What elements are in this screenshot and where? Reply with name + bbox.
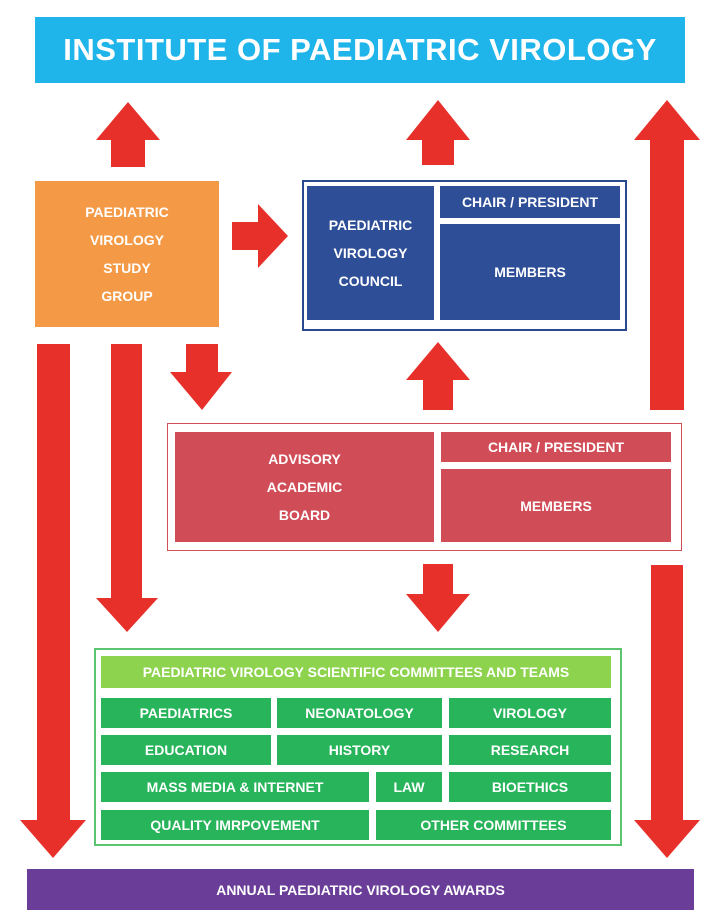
arrow-board-to-committees (406, 564, 470, 632)
study-group-box: PAEDIATRIC VIROLOGY STUDY GROUP (35, 181, 219, 327)
committees-header: PAEDIATRIC VIROLOGY SCIENTIFIC COMMITTEE… (101, 656, 611, 688)
committee-history: HISTORY (277, 735, 442, 765)
council-name-box: PAEDIATRIC VIROLOGY COUNCIL (307, 186, 434, 320)
committee-education: EDUCATION (101, 735, 271, 765)
study-group-line-3: STUDY (103, 260, 151, 276)
council-members-box: MEMBERS (440, 224, 620, 320)
committee-law: LAW (376, 772, 442, 802)
board-line-3: BOARD (278, 507, 331, 523)
committee-neonatology: NEONATOLOGY (277, 698, 442, 728)
council-chair-box: CHAIR / PRESIDENT (440, 186, 620, 218)
arrow-study-group-to-committees (96, 344, 158, 632)
study-group-line-1: PAEDIATRIC (85, 204, 169, 220)
board-line-1: ADVISORY (268, 451, 341, 467)
institute-title: INSTITUTE OF PAEDIATRIC VIROLOGY (35, 17, 685, 83)
committee-other: OTHER COMMITTEES (376, 810, 611, 840)
arrow-study-group-to-institute (96, 102, 160, 167)
committee-bioethics: BIOETHICS (449, 772, 611, 802)
committee-quality-improvement: QUALITY IMRPOVEMENT (101, 810, 369, 840)
arrow-awards-to-institute (634, 100, 700, 410)
annual-awards-bar: ANNUAL PAEDIATRIC VIROLOGY AWARDS (27, 869, 694, 910)
board-chair-box: CHAIR / PRESIDENT (441, 432, 671, 462)
arrow-council-to-institute (406, 100, 470, 165)
board-line-2: ACADEMIC (266, 479, 343, 495)
arrow-study-group-to-council (232, 204, 288, 268)
committee-mass-media-internet: MASS MEDIA & INTERNET (101, 772, 369, 802)
board-name-box: ADVISORY ACADEMIC BOARD (175, 432, 434, 542)
arrow-board-to-awards (634, 565, 700, 858)
council-line-3: COUNCIL (338, 273, 403, 289)
committee-paediatrics: PAEDIATRICS (101, 698, 271, 728)
arrow-study-group-to-awards (20, 344, 86, 858)
committee-virology: VIROLOGY (449, 698, 611, 728)
arrow-board-to-council (406, 342, 470, 410)
study-group-line-4: GROUP (101, 288, 153, 304)
board-members-box: MEMBERS (441, 469, 671, 542)
study-group-line-2: VIROLOGY (90, 232, 164, 248)
council-line-2: VIROLOGY (333, 245, 408, 261)
committee-research: RESEARCH (449, 735, 611, 765)
council-line-1: PAEDIATRIC (328, 217, 413, 233)
arrow-study-group-to-board (170, 344, 232, 410)
